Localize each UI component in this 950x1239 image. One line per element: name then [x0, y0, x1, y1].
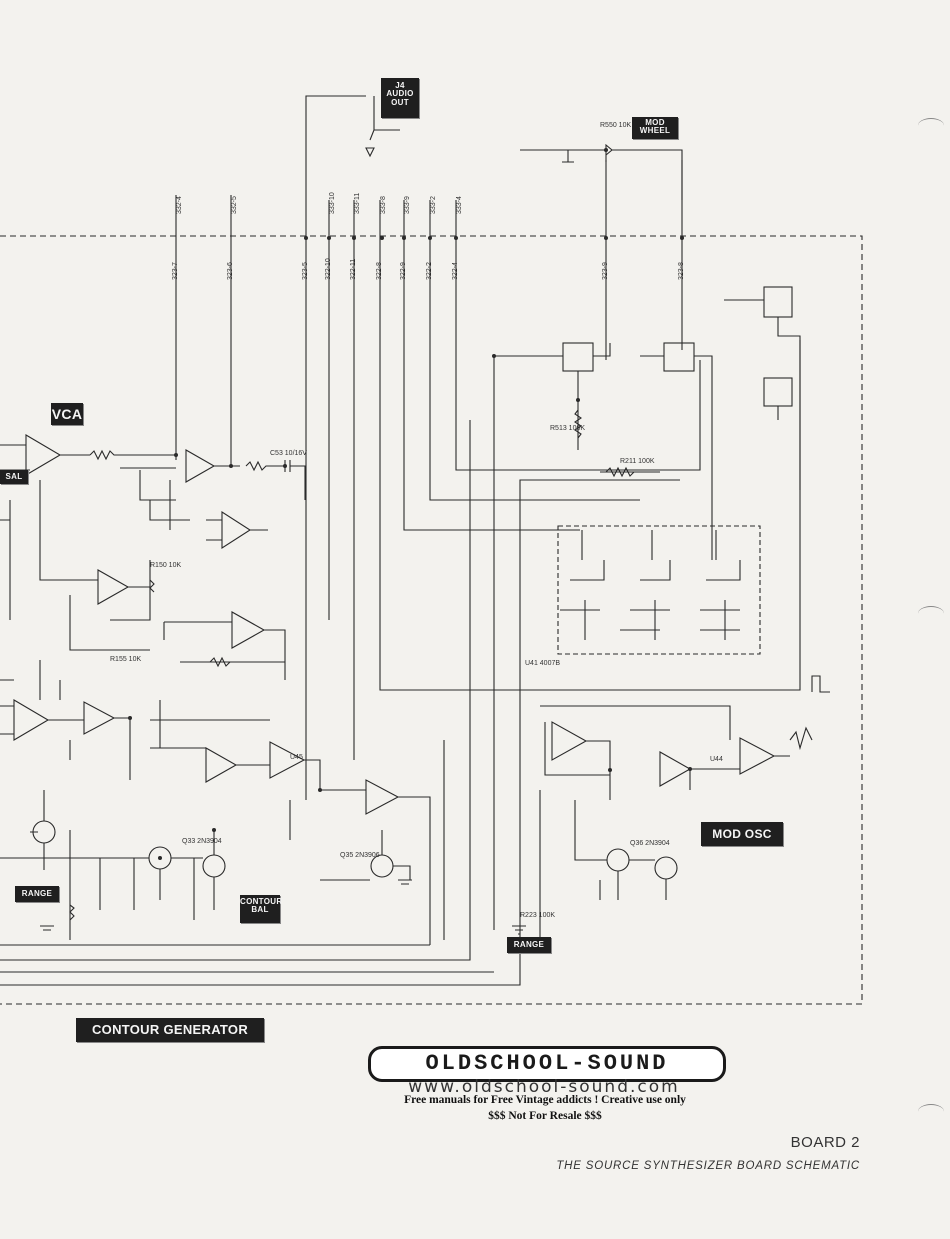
top-pin-label: 333-10 — [329, 192, 336, 214]
pin-label: 323-7 — [172, 262, 179, 280]
pin-label: 322-11 — [350, 258, 357, 280]
binder-hole — [918, 118, 944, 133]
component-label: R550 10K — [600, 122, 632, 129]
top-pin-label: 332-4 — [176, 196, 183, 214]
range-tag-right: RANGE — [507, 937, 551, 953]
binder-hole — [918, 606, 944, 621]
top-pin-label: 332-5 — [231, 196, 238, 214]
site-logo: OLDSCHOOL-SOUND — [368, 1046, 726, 1082]
top-pin-label: 333-4 — [456, 196, 463, 214]
pin-label: 322-2 — [426, 262, 433, 280]
vca-tag: VCA — [51, 403, 83, 425]
pin-label: 322-4 — [452, 262, 459, 280]
mod-osc-tag: MOD OSC — [701, 822, 783, 846]
component-label: U45 — [290, 754, 303, 761]
component-label: U44 — [710, 756, 723, 763]
usage-note: Free manuals for Free Vintage addicts ! … — [404, 1094, 686, 1106]
component-label: Q36 2N3904 — [630, 840, 670, 847]
board-number: BOARD 2 — [790, 1134, 860, 1151]
site-url-link[interactable]: www.oldschool-sound.com — [408, 1077, 680, 1097]
pin-label: 323-8 — [678, 262, 685, 280]
pin-label: 323-6 — [227, 262, 234, 280]
component-label: Q33 2N3904 — [182, 838, 222, 845]
component-label: C53 10/16V — [270, 450, 307, 457]
component-label: Q35 2N3906 — [340, 852, 380, 859]
component-label: U41 4007B — [525, 660, 561, 667]
component-label: R211 100K — [620, 458, 655, 465]
top-pin-label: 333-8 — [380, 196, 387, 214]
range-tag-left: RANGE — [15, 886, 59, 902]
top-pin-label: 333-2 — [430, 196, 437, 214]
contour-generator-tag: CONTOUR GENERATOR — [76, 1018, 264, 1042]
top-pin-label: 333-11 — [354, 192, 361, 214]
resale-note: $$$ Not For Resale $$$ — [488, 1110, 602, 1122]
top-pin-label: 333-9 — [404, 196, 411, 214]
sal-tag: SAL — [0, 470, 28, 484]
pin-label: 322-8 — [376, 262, 383, 280]
component-label: R223 100K — [520, 912, 556, 919]
board-outline — [0, 235, 863, 1005]
pin-label: 322-9 — [400, 262, 407, 280]
pin-label: 322-10 — [325, 258, 332, 280]
pin-label: 323-9 — [602, 262, 609, 280]
audio-out-tag: J4 AUDIO OUT — [381, 78, 419, 118]
component-label: R513 100K — [550, 425, 586, 432]
pin-label: 323-5 — [302, 262, 309, 280]
binder-hole — [918, 1104, 944, 1119]
contour-bal-tag: CONTOUR BAL — [240, 895, 282, 923]
schematic-title: THE SOURCE SYNTHESIZER BOARD SCHEMATIC — [556, 1160, 860, 1172]
component-label: R150 10K — [150, 562, 182, 569]
component-label: R155 10K — [110, 656, 142, 663]
mod-wheel-tag: MOD WHEEL — [632, 117, 678, 139]
